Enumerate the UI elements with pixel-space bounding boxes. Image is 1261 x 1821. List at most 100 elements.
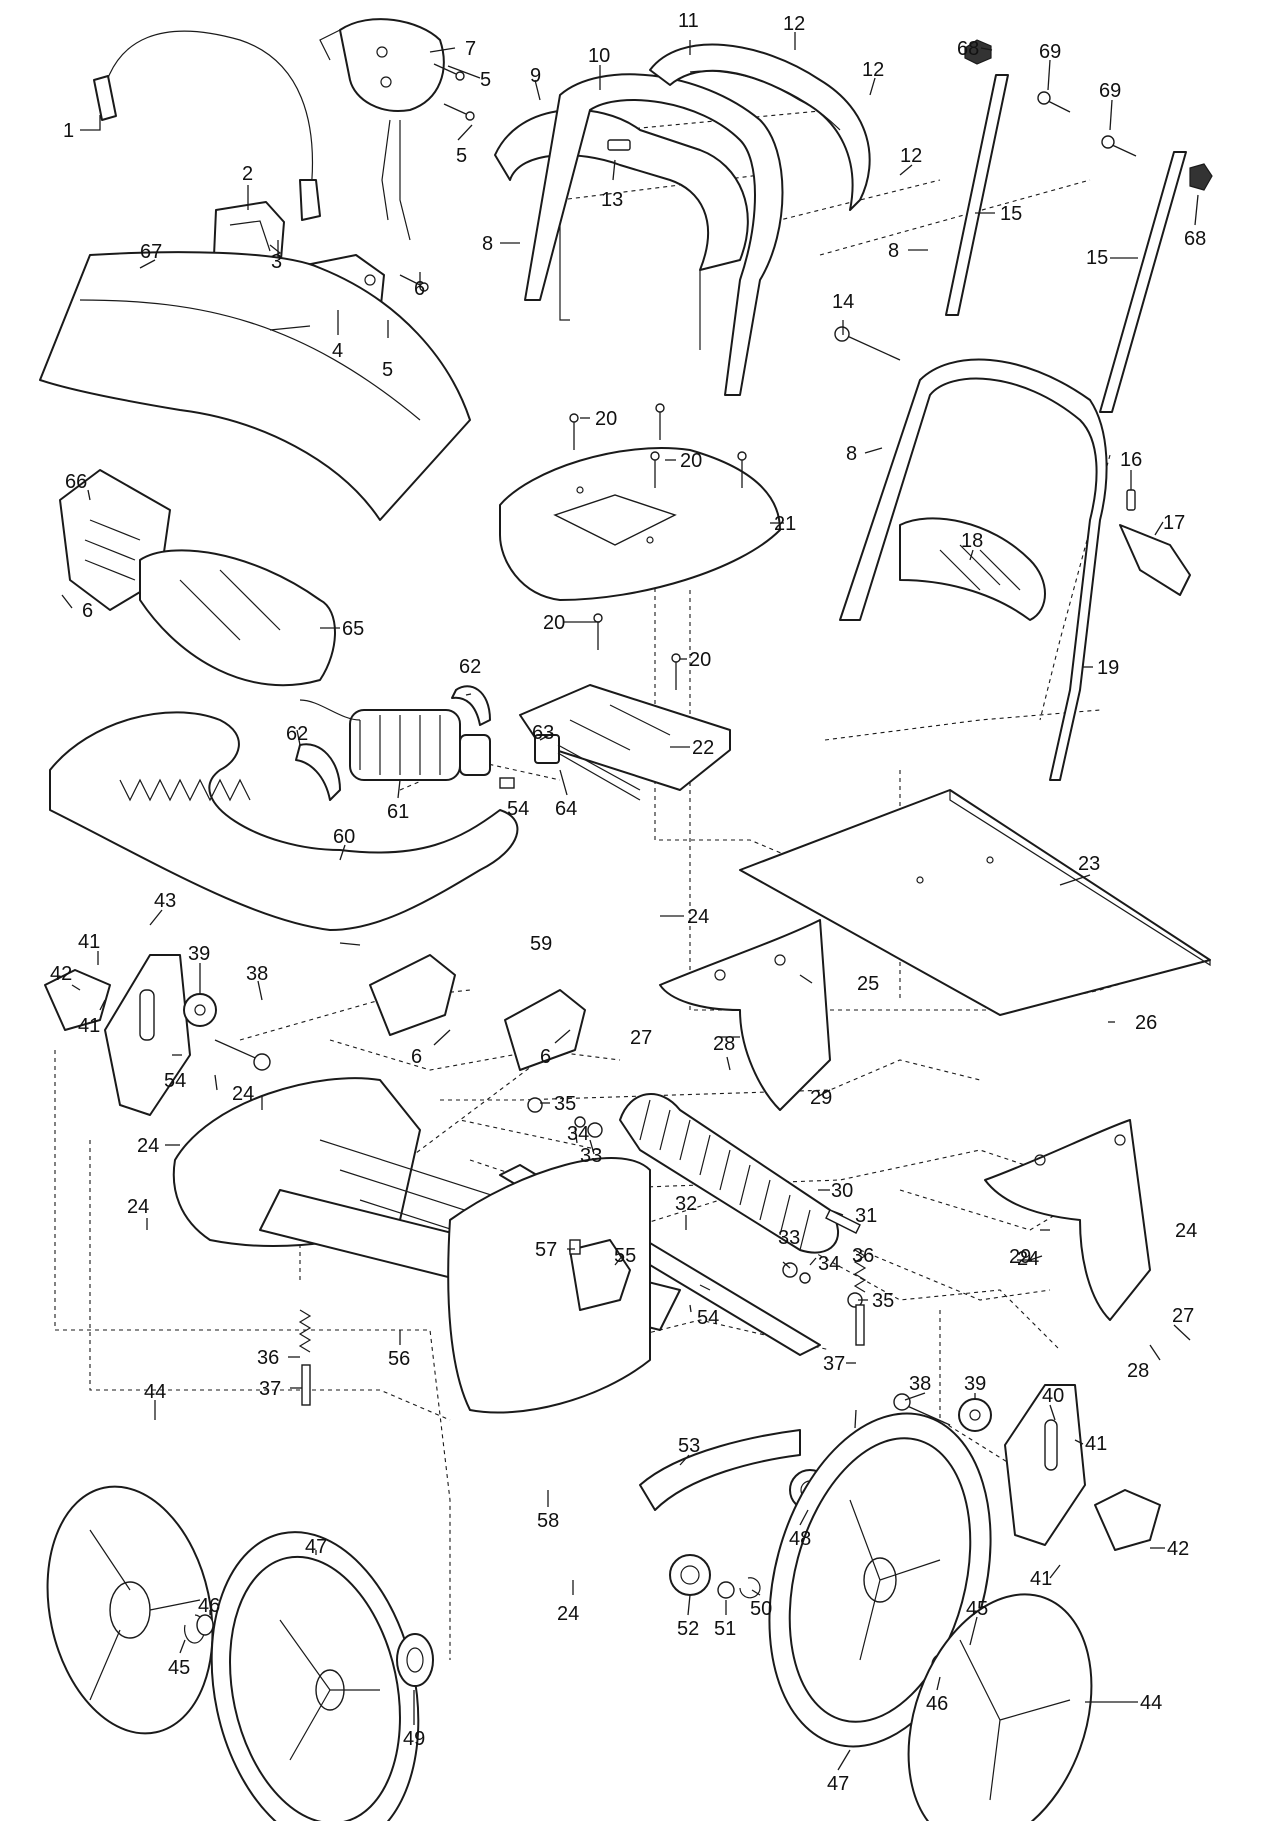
callout-1: 1 <box>63 120 74 142</box>
part-67-grass-cover <box>39 251 471 521</box>
part-54-key <box>499 777 515 789</box>
part-63-connector <box>534 734 560 764</box>
hardware-left-33-35 <box>527 1097 603 1138</box>
callout-55: 55 <box>614 1245 636 1267</box>
callout-8-b: 8 <box>888 240 899 262</box>
callout-25: 25 <box>857 973 879 995</box>
part-30-brush-roller <box>619 1093 840 1254</box>
part-68-knob-right <box>1189 163 1213 191</box>
part-25-bracket-left <box>659 919 831 1111</box>
callout-33-b: 33 <box>778 1227 800 1249</box>
part-52-pulley <box>669 1554 711 1596</box>
callout-23: 23 <box>1078 853 1100 875</box>
part-10-handle-frame <box>524 73 784 396</box>
callout-54-b: 54 <box>697 1307 719 1329</box>
callout-11: 11 <box>678 10 699 32</box>
callout-63: 63 <box>532 722 554 744</box>
part-40-side-plate-right <box>1004 1384 1086 1546</box>
part-53-belt <box>639 1429 801 1511</box>
callout-27-b: 27 <box>1172 1305 1194 1327</box>
part-50-circlip <box>739 1577 761 1599</box>
callout-44-b: 44 <box>1140 1692 1162 1714</box>
callout-47-b: 47 <box>827 1773 849 1795</box>
callout-36-b: 36 <box>852 1245 874 1267</box>
callout-61: 61 <box>387 801 409 823</box>
part-64-wires <box>557 744 641 801</box>
callout-41-c: 41 <box>1085 1433 1107 1455</box>
callout-16: 16 <box>1120 449 1142 471</box>
callout-24-e: 24 <box>557 1603 579 1625</box>
callout-26: 26 <box>1135 1012 1157 1034</box>
callout-57: 57 <box>535 1239 557 1261</box>
callout-5-b: 5 <box>456 145 467 167</box>
callout-33-a: 33 <box>580 1145 602 1167</box>
callout-7: 7 <box>465 38 476 60</box>
callout-20-c: 20 <box>543 612 565 634</box>
callout-5-c: 5 <box>382 359 393 381</box>
callout-24-d: 24 <box>127 1196 149 1218</box>
callout-38-b: 38 <box>909 1373 931 1395</box>
callout-54-a: 54 <box>164 1070 186 1092</box>
callout-6-b: 6 <box>82 600 93 622</box>
part-39-washer-left <box>183 993 217 1027</box>
callout-5-a: 5 <box>480 69 491 91</box>
part-62-bracket-right <box>451 685 491 726</box>
callout-39-a: 39 <box>188 943 210 965</box>
part-1-cable <box>93 30 321 221</box>
callout-14: 14 <box>832 291 854 313</box>
callout-12-b: 12 <box>862 59 884 81</box>
callout-52: 52 <box>677 1618 699 1640</box>
callout-65: 65 <box>342 618 364 640</box>
callout-59: 59 <box>530 933 552 955</box>
callout-29-a: 29 <box>810 1087 832 1109</box>
part-7-switch-box <box>319 18 445 241</box>
callout-40: 40 <box>1042 1385 1064 1407</box>
callout-24-f: 24 <box>1175 1220 1197 1242</box>
callout-41-d: 41 <box>1030 1568 1052 1590</box>
callout-37-b: 37 <box>823 1353 845 1375</box>
part-13-label <box>607 139 631 151</box>
part-65-brush-housing <box>139 549 336 687</box>
part-15-rod-left <box>945 74 1009 316</box>
part-18-grip <box>899 517 1046 621</box>
callout-46-b: 46 <box>926 1693 948 1715</box>
callout-54-c: 54 <box>507 798 529 820</box>
callout-4: 4 <box>332 340 343 362</box>
callout-48: 48 <box>789 1528 811 1550</box>
part-44-hubcap-right <box>907 1593 1093 1821</box>
parts-45-46-left <box>184 1614 214 1644</box>
part-61-motor <box>299 699 491 781</box>
callout-39-b: 39 <box>964 1373 986 1395</box>
callout-3: 3 <box>271 251 282 273</box>
part-47-wheel-left <box>210 1531 420 1821</box>
callout-50: 50 <box>750 1598 772 1620</box>
callout-10: 10 <box>588 45 610 67</box>
part-62-bracket-left <box>295 743 341 801</box>
callout-31: 31 <box>855 1205 877 1227</box>
callout-62-b: 62 <box>286 723 308 745</box>
callout-24-a: 24 <box>687 906 709 928</box>
callout-41-a: 41 <box>78 931 100 953</box>
callout-18: 18 <box>961 530 983 552</box>
callout-68-b: 68 <box>1184 228 1206 250</box>
callout-15-a: 15 <box>1000 203 1022 225</box>
part-38-bolt-left <box>214 1039 271 1071</box>
callout-38-a: 38 <box>246 963 268 985</box>
callout-34-b: 34 <box>818 1253 840 1275</box>
part-42-knob-left <box>44 969 111 1031</box>
callout-43: 43 <box>154 890 176 912</box>
part-21-top-cover <box>499 447 781 601</box>
part-31-shaft <box>825 1209 861 1234</box>
part-44-hubcap-left <box>46 1485 214 1735</box>
callout-35-b: 35 <box>872 1290 894 1312</box>
part-39-washer-right <box>958 1398 992 1432</box>
callout-29-b: 29 <box>1009 1246 1031 1268</box>
callout-69-a: 69 <box>1039 41 1061 63</box>
callout-30: 30 <box>831 1180 853 1202</box>
callout-35-a: 35 <box>554 1093 576 1115</box>
callout-20-a: 20 <box>595 408 617 430</box>
callout-17: 17 <box>1163 512 1185 534</box>
callout-24-c: 24 <box>137 1135 159 1157</box>
callout-67: 67 <box>140 241 162 263</box>
